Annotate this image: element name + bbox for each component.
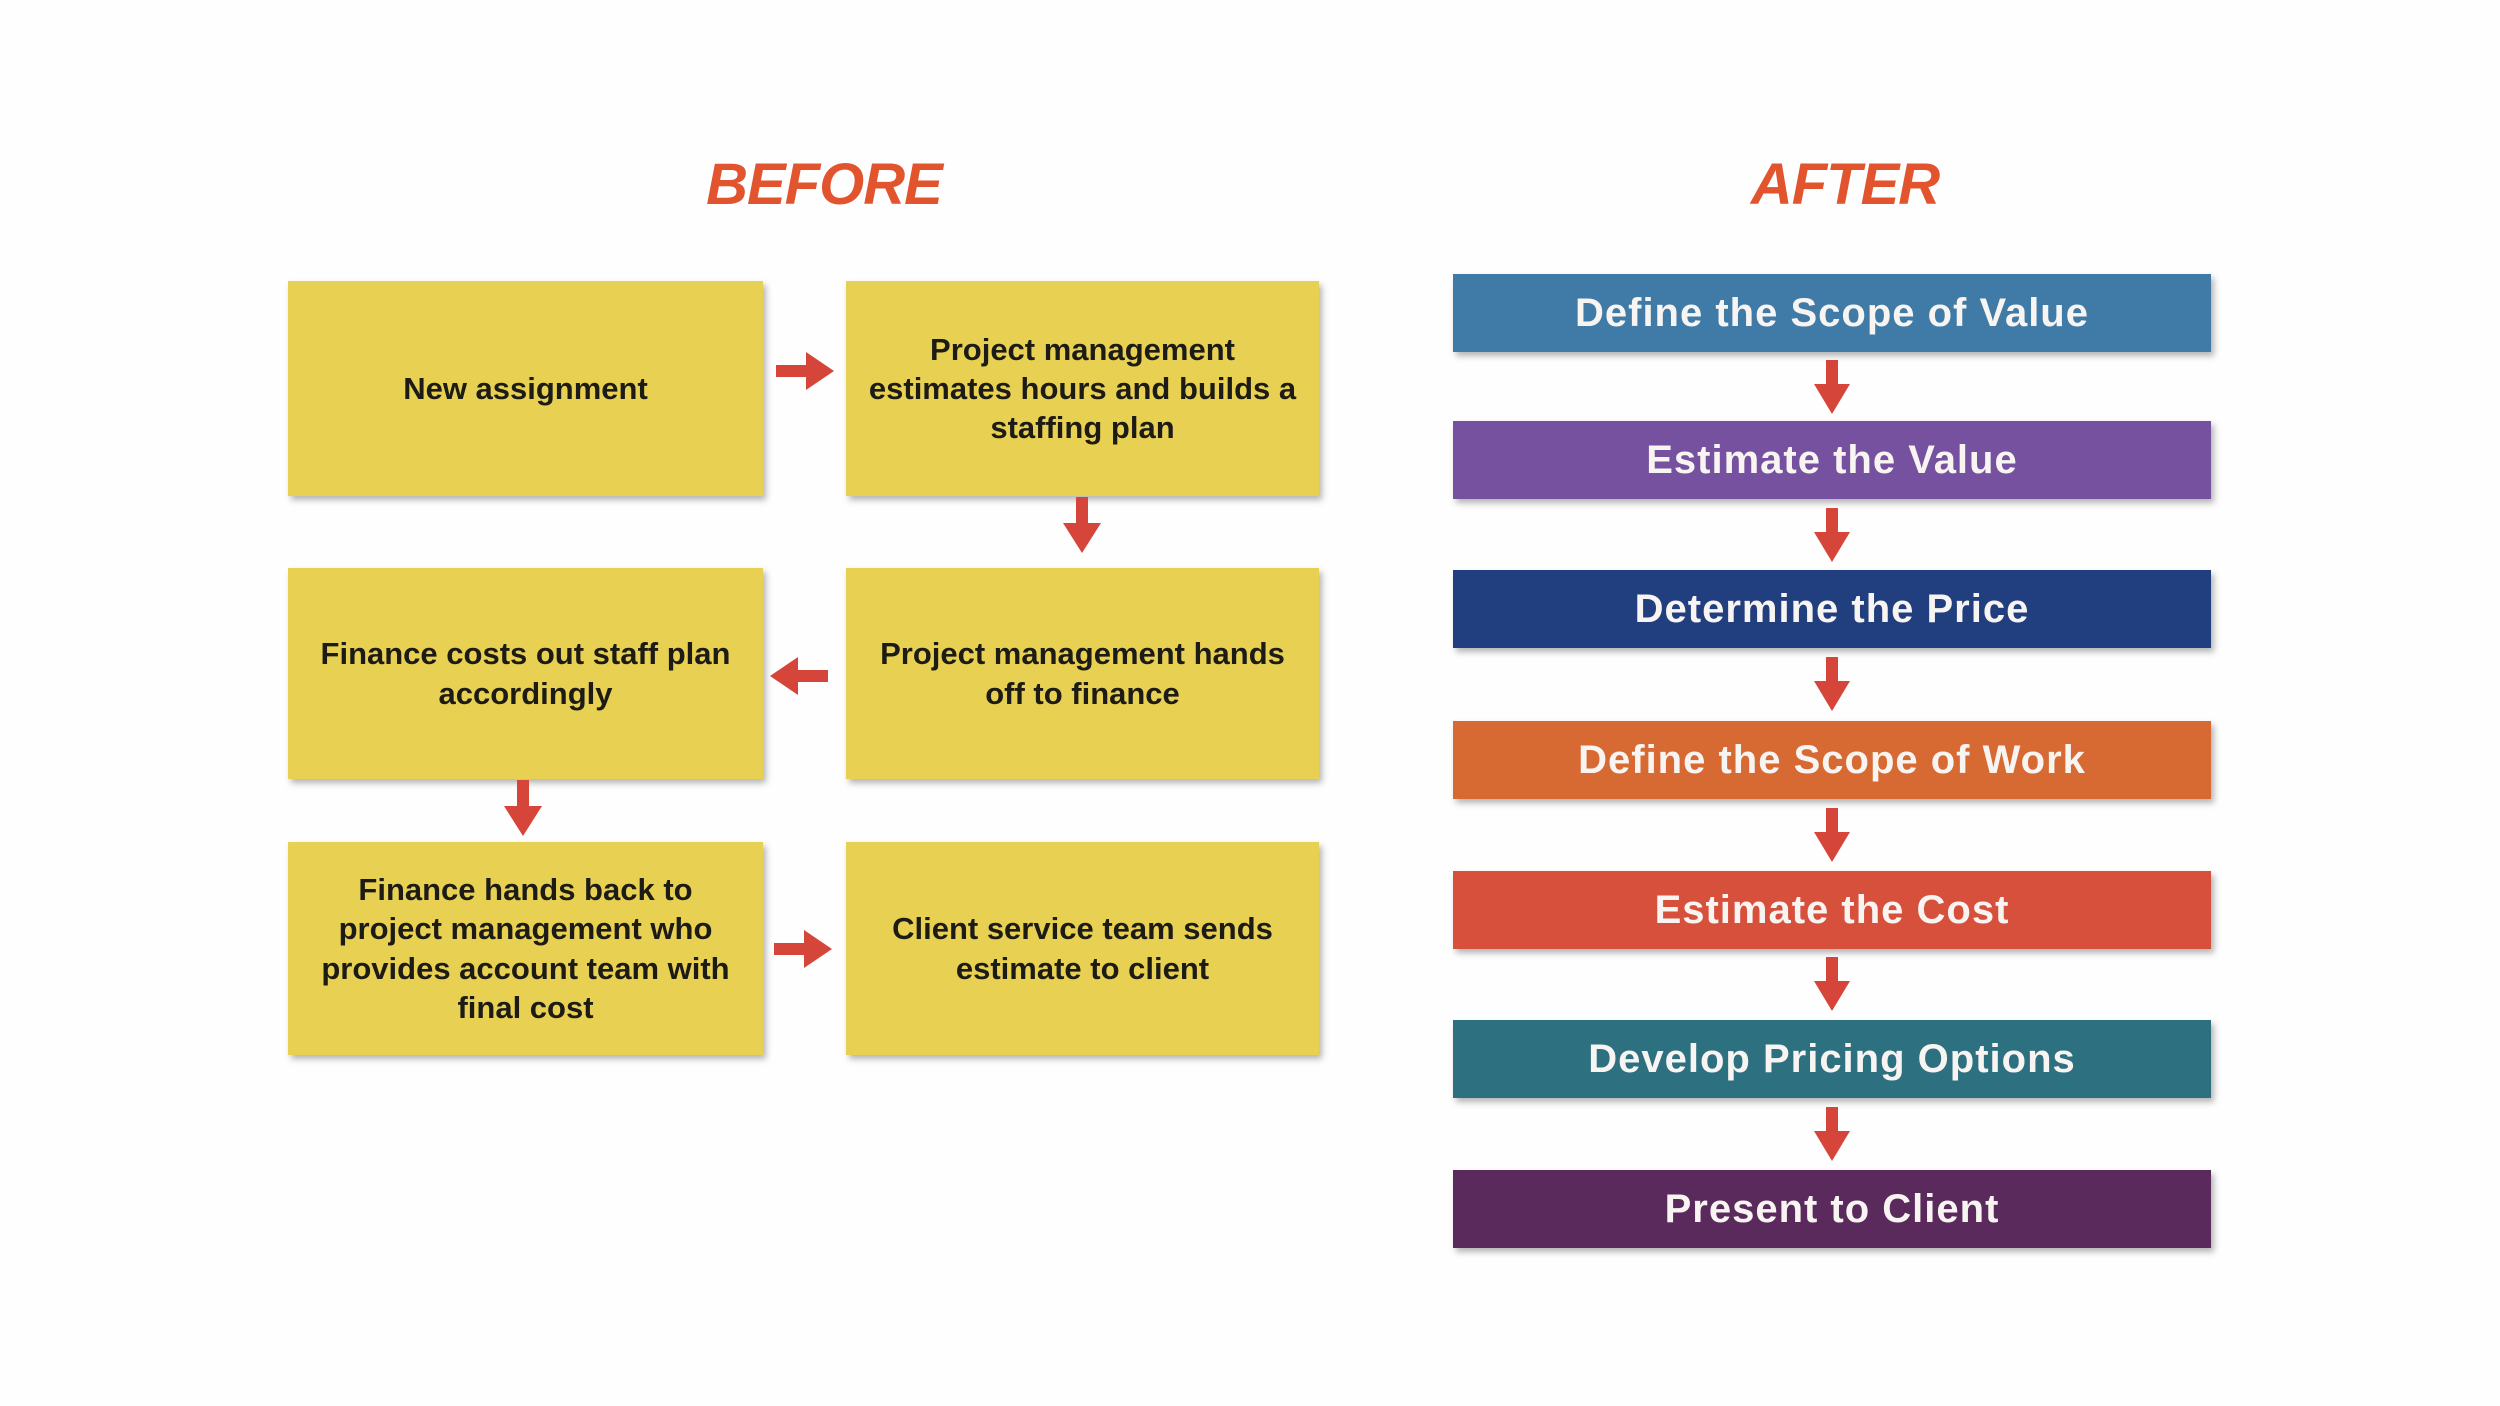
after-step-label: Define the Scope of Work	[1578, 737, 2086, 782]
arrow-down-icon	[1814, 1107, 1850, 1161]
after-step-label: Estimate the Cost	[1654, 887, 2010, 932]
arrow-down-icon	[1814, 657, 1850, 711]
after-step-bar-determine-price: Determine the Price	[1453, 570, 2211, 648]
arrow-down-icon	[1814, 808, 1850, 862]
after-step-label: Present to Client	[1664, 1186, 2000, 1231]
flow-box-text: Finance costs out staff plan accordingly	[320, 636, 731, 711]
flow-box-finance-costs: Finance costs out staff plan accordingly	[288, 568, 763, 779]
arrow-down-icon	[1814, 508, 1850, 562]
flow-box-text: Project management estimates hours and b…	[868, 331, 1297, 446]
after-step-label: Estimate the Value	[1646, 437, 2018, 482]
after-step-bar-define-scope-of-work: Define the Scope of Work	[1453, 721, 2211, 799]
before-title: BEFORE	[706, 152, 943, 217]
after-step-bar-estimate-cost: Estimate the Cost	[1453, 871, 2211, 949]
flow-box-text: Project management hands off to finance	[880, 636, 1285, 711]
flow-box-client-service: Client service team sends estimate to cl…	[846, 842, 1319, 1055]
after-step-bar-estimate-value: Estimate the Value	[1453, 421, 2211, 499]
after-step-label: Define the Scope of Value	[1574, 290, 2089, 335]
arrow-right-icon	[776, 352, 834, 390]
after-step-bar-present-to-client: Present to Client	[1453, 1170, 2211, 1248]
arrow-down-icon	[1814, 957, 1850, 1011]
arrow-down-icon	[504, 780, 542, 836]
flow-box-text: Client service team sends estimate to cl…	[892, 911, 1273, 986]
flow-box-text: New assignment	[403, 370, 648, 406]
after-title: AFTER	[1750, 152, 1940, 217]
flow-box-new-assignment: New assignment	[288, 281, 763, 496]
after-step-label: Develop Pricing Options	[1588, 1036, 2076, 1081]
after-step-label: Determine the Price	[1634, 586, 2030, 631]
arrow-right-icon	[774, 930, 832, 968]
after-step-bar-develop-pricing-options: Develop Pricing Options	[1453, 1020, 2211, 1098]
flow-box-text: Finance hands back to project management…	[321, 872, 730, 1025]
flow-box-pm-estimates: Project management estimates hours and b…	[846, 281, 1319, 496]
flow-box-pm-hands-off: Project management hands off to finance	[846, 568, 1319, 779]
flow-box-finance-hands-back: Finance hands back to project management…	[288, 842, 763, 1055]
after-step-bar-define-scope-of-value: Define the Scope of Value	[1453, 274, 2211, 352]
arrow-down-icon	[1063, 497, 1101, 553]
arrow-left-icon	[770, 657, 828, 695]
arrow-down-icon	[1814, 360, 1850, 414]
